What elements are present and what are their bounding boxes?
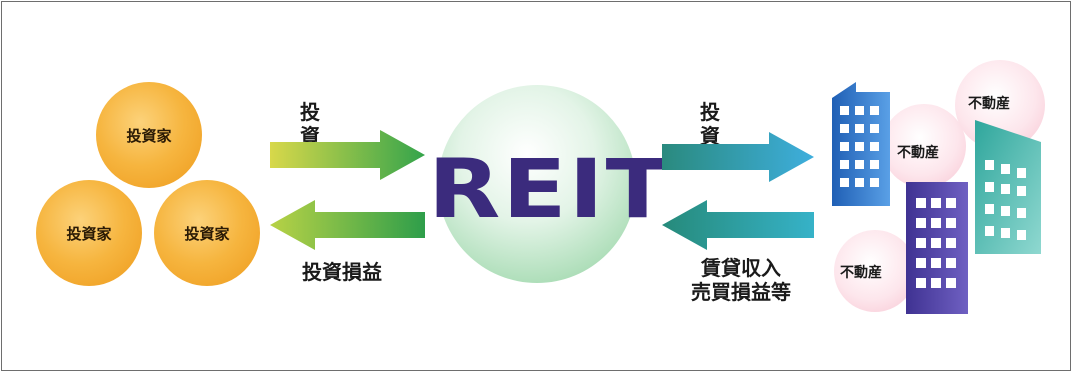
pink-circle-middle [882,104,966,188]
arrow-invest-to-real-estate [662,132,814,182]
investor-label: 投資家 [126,126,172,145]
investor-circle-right: 投資家 [154,180,260,286]
investor-label: 投資家 [184,224,230,243]
real-estate-label-bottom: 不動産 [840,265,882,281]
investor-circle-left: 投資家 [36,180,142,286]
building-blue-icon [832,82,890,206]
investor-circle-top: 投資家 [96,82,202,188]
real-estate-label-top: 不動産 [968,96,1010,112]
building-purple-icon [906,182,968,314]
arrow-invest-to-reit [270,130,425,180]
building-teal-icon [975,120,1041,254]
pink-circle-bottom [834,230,916,312]
right-return-label-line1: 賃貸収入 [701,256,781,280]
arrow-income-to-reit [662,200,814,250]
investor-label: 投資家 [66,224,112,243]
arrow-return-from-reit [270,200,425,250]
reit-label: REIT [428,143,672,237]
left-return-label: 投資損益 [302,260,382,284]
real-estate-label-middle: 不動産 [897,145,939,161]
right-invest-label: 投 資 [700,100,784,148]
right-return-label-line2: 売買損益等 [691,280,791,304]
right-return-label: 賃貸収入 売買損益等 [676,256,806,304]
reit-sphere [438,85,636,283]
